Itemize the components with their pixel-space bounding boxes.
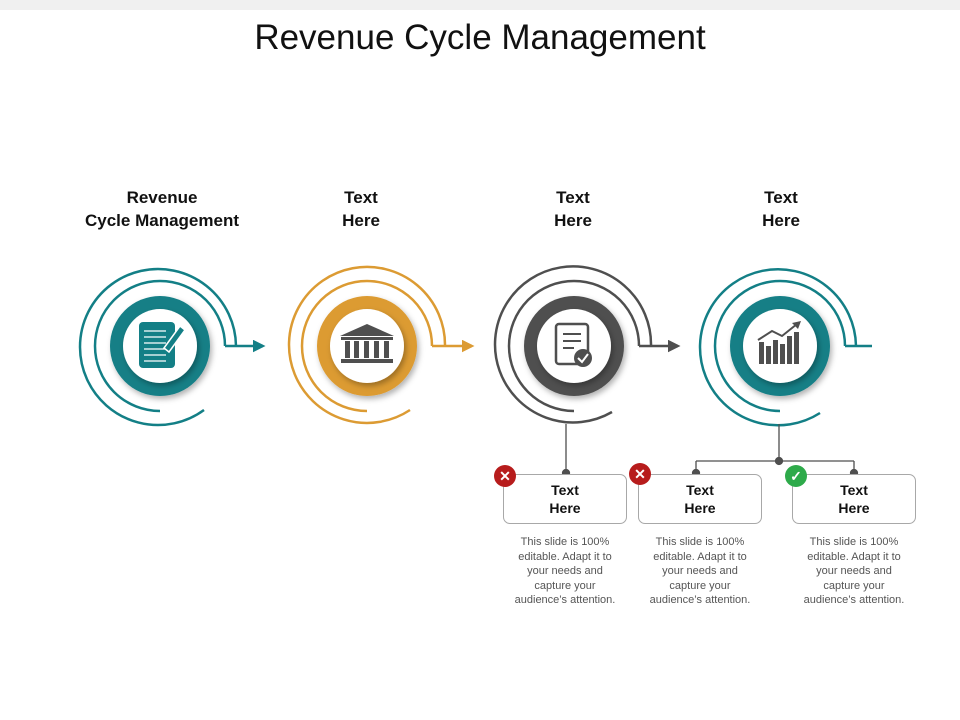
stage-node-3	[493, 265, 681, 424]
desc-line: audience’s attention.	[514, 594, 616, 606]
outer-arc	[493, 265, 653, 424]
stage-label-line: Revenue	[126, 188, 198, 207]
outer-arc	[287, 265, 447, 425]
outer-arc	[78, 267, 238, 427]
desc-line: audience’s attention.	[803, 594, 905, 606]
stage-label-3: Text Here	[473, 186, 673, 232]
card-title-line: Text	[840, 482, 868, 498]
inner-arc	[93, 279, 227, 413]
card-description-2: This slide is 100% editable. Adapt it to…	[630, 535, 770, 608]
top-bar	[0, 0, 960, 10]
stage-label-2: Text Here	[261, 186, 461, 232]
desc-line: capture your	[669, 579, 731, 592]
desc-line: This slide is 100%	[809, 536, 899, 548]
desc-line: editable. Adapt it to	[518, 550, 612, 563]
desc-line: capture your	[823, 579, 885, 592]
desc-line: This slide is 100%	[520, 536, 610, 548]
desc-line: your needs and	[662, 565, 738, 577]
stage-label-line: Here	[342, 211, 380, 230]
card-description-1: This slide is 100% editable. Adapt it to…	[495, 535, 635, 608]
document-pen-icon	[139, 322, 187, 368]
outer-arc	[698, 268, 858, 427]
stage-label-4: Text Here	[681, 186, 881, 232]
inner-arc	[300, 279, 434, 413]
error-x-icon: ✕	[494, 465, 516, 487]
desc-line: This slide is 100%	[655, 536, 745, 548]
document-check-icon	[554, 322, 592, 367]
card-connectors	[561, 424, 859, 478]
desc-line: editable. Adapt it to	[807, 550, 901, 563]
stage-label-line: Here	[762, 211, 800, 230]
desc-line: editable. Adapt it to	[653, 550, 747, 563]
desc-line: capture your	[534, 579, 596, 592]
ring-center	[537, 309, 611, 383]
stage-label-line: Cycle Management	[85, 211, 239, 230]
stage-label-line: Text	[556, 188, 590, 207]
card-title-line: Text	[551, 482, 579, 498]
stage-label-line: Text	[764, 188, 798, 207]
bank-building-icon	[340, 324, 394, 363]
card-description-3: This slide is 100% editable. Adapt it to…	[784, 535, 924, 608]
stage-label-line: Here	[554, 211, 592, 230]
card-title-line: Here	[549, 500, 581, 516]
card-2: Text Here	[638, 474, 762, 524]
desc-line: your needs and	[527, 565, 603, 577]
desc-line: audience’s attention.	[649, 594, 751, 606]
desc-line: your needs and	[816, 565, 892, 577]
page-title: Revenue Cycle Management	[254, 18, 706, 57]
card-3: Text Here	[792, 474, 916, 524]
inner-arc	[507, 279, 641, 413]
stage-label-line: Text	[344, 188, 378, 207]
stage-node-1	[78, 267, 266, 427]
stage-node-2	[287, 265, 475, 425]
card-1: Text Here	[503, 474, 627, 524]
card-title-line: Here	[684, 500, 716, 516]
checkmark-icon: ✓	[785, 465, 807, 487]
stage-node-4	[698, 268, 872, 427]
card-title-line: Here	[838, 500, 870, 516]
card-title-line: Text	[686, 482, 714, 498]
stage-label-1: Revenue Cycle Management	[62, 186, 262, 232]
inner-arc	[713, 279, 847, 413]
growth-chart-icon	[757, 321, 801, 364]
error-x-icon: ✕	[629, 463, 651, 485]
